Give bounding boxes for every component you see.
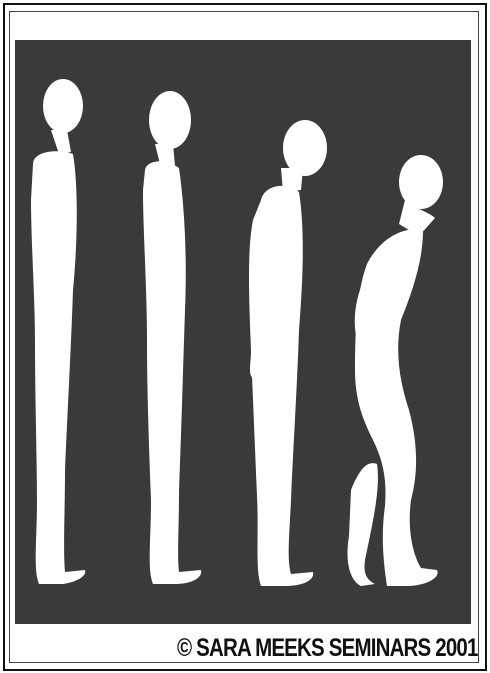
posture-illustration-panel — [15, 40, 471, 624]
figure-upright — [31, 79, 85, 584]
copyright-caption: © SARA MEEKS SEMINARS 2001 — [177, 634, 478, 663]
figure-severe-stoop — [348, 155, 444, 586]
figure-slight-forward-head — [143, 91, 201, 584]
figure-rounded-upper-back — [249, 120, 327, 586]
posture-illustration — [15, 40, 471, 624]
